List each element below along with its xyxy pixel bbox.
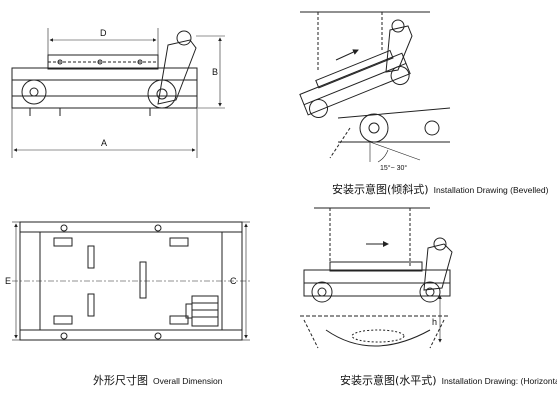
dimension-label-b: B (212, 67, 218, 77)
bevelled-installation-view (299, 11, 451, 163)
angle-label: 15°~ 30° (380, 164, 407, 172)
caption-bevelled: 安装示意图(倾斜式) Installation Drawing (Bevelled… (332, 180, 548, 196)
side-elevation-view (11, 28, 225, 158)
dimension-label-c: C (230, 276, 237, 286)
caption-bevelled-zh: 安装示意图(倾斜式) (332, 183, 429, 196)
caption-horizontal-zh: 安装示意图(水平式) (340, 374, 437, 387)
caption-bevelled-en: Installation Drawing (Bevelled) (433, 185, 549, 195)
caption-horizontal-en: Installation Drawing: (Horizontal) (441, 376, 557, 386)
dimension-label-a: A (101, 138, 107, 148)
dimension-label-e: E (5, 276, 11, 286)
caption-overall: 外形尺寸图 Overall Dimension (93, 371, 222, 387)
caption-overall-en: Overall Dimension (153, 376, 223, 386)
dimension-label-d: D (100, 28, 107, 38)
horizontal-installation-view (300, 207, 453, 349)
caption-horizontal: 安装示意图(水平式) Installation Drawing: (Horizon… (340, 371, 557, 387)
plan-view (12, 221, 250, 341)
dimension-label-h: h (432, 317, 437, 327)
caption-overall-zh: 外形尺寸图 (93, 374, 148, 387)
